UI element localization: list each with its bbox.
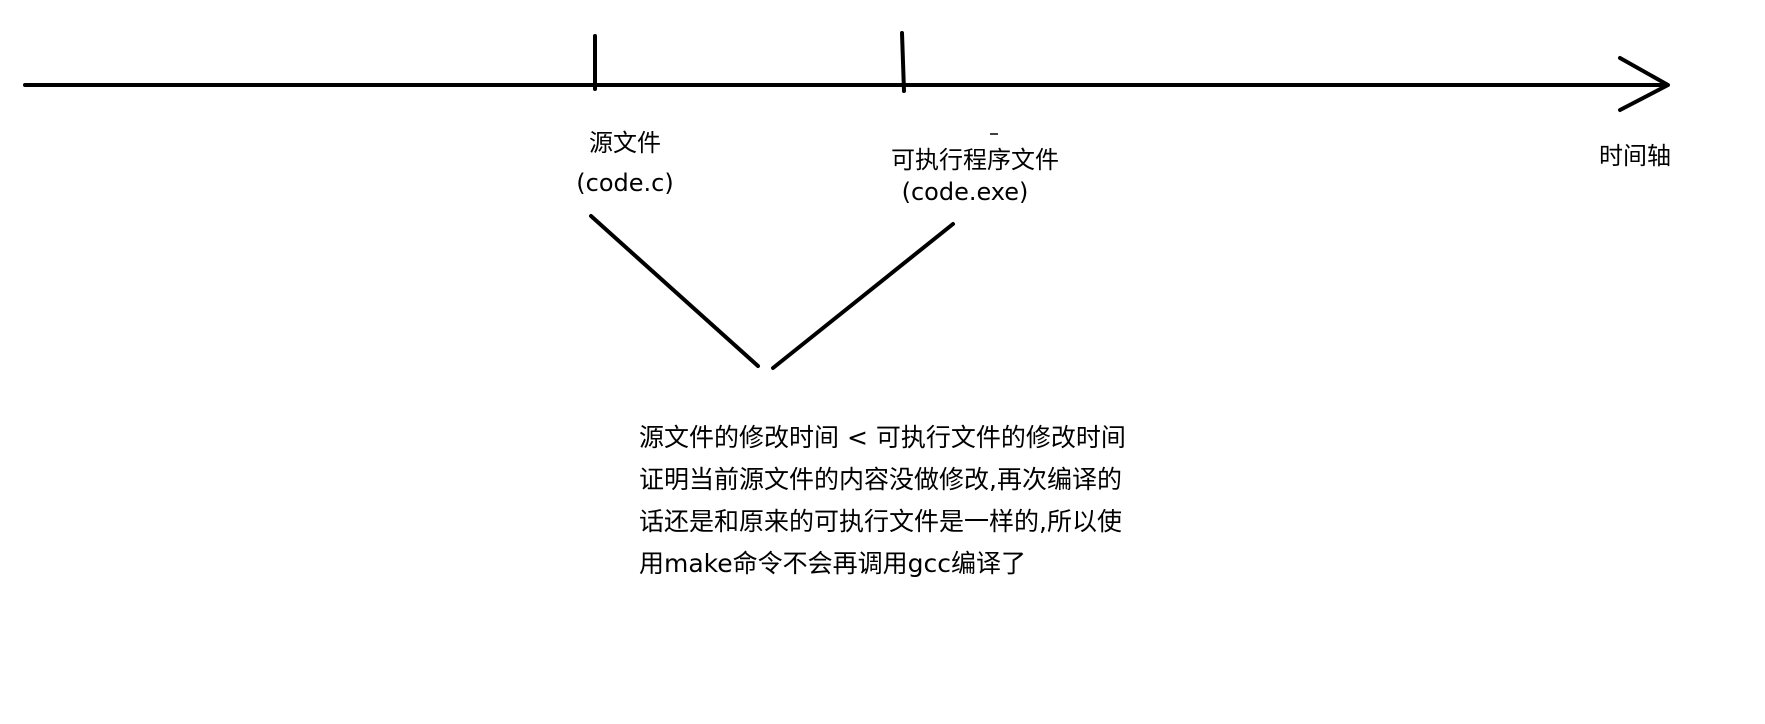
source-file-pointer-line (589, 214, 760, 368)
executable-file-name: (code.exe) (901, 178, 1029, 206)
explanation-text: 源文件的修改时间 < 可执行文件的修改时间 证明当前源文件的内容没做修改,再次编… (639, 417, 1126, 585)
explanation-line: 源文件的修改时间 < 可执行文件的修改时间 (639, 423, 1126, 452)
explanation-line: 话还是和原来的可执行文件是一样的,所以使 (639, 507, 1122, 536)
explanation-line: 证明当前源文件的内容没做修改,再次编译的 (639, 465, 1122, 494)
exe-file-pointer-line (771, 222, 955, 370)
executable-file-label: 可执行程序文件 (891, 146, 1059, 174)
source-file-label: 源文件 (589, 129, 661, 157)
source-file-name: (code.c) (576, 169, 674, 197)
explanation-line: 用make命令不会再调用gcc编译了 (639, 549, 1027, 578)
time-axis-arrowhead (1618, 56, 1670, 112)
exe-file-tick (900, 31, 906, 93)
time-axis-label: 时间轴 (1599, 142, 1671, 170)
